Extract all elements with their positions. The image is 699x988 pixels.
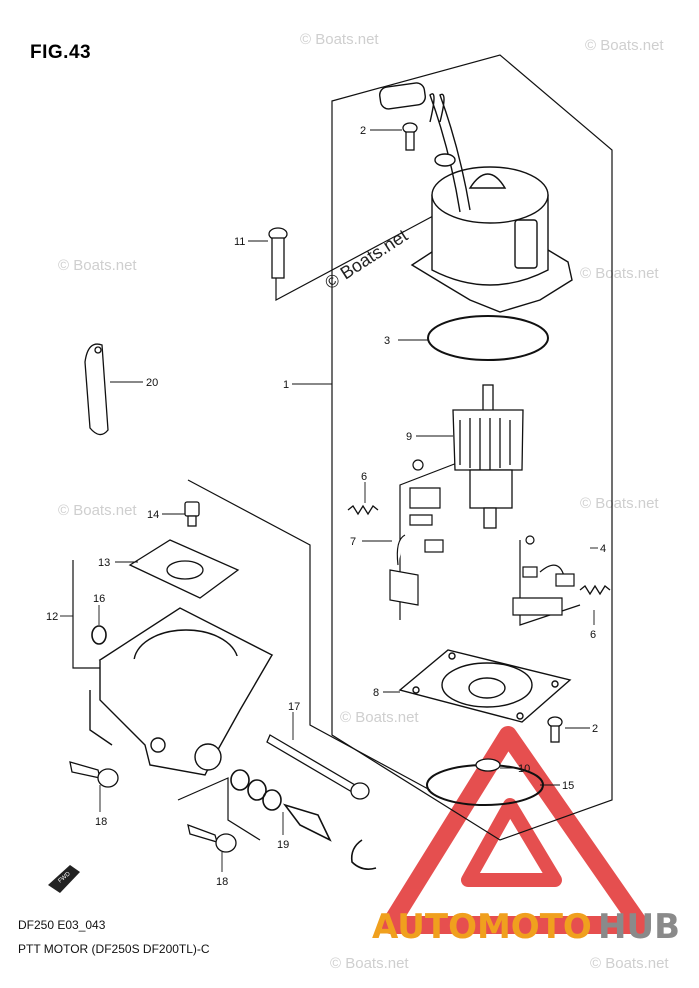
callout-18b: 18 — [216, 876, 228, 888]
callout-8: 8 — [373, 687, 379, 699]
callout-18: 18 — [95, 816, 107, 828]
motor-assembly-frame — [331, 54, 613, 841]
diagram-code: DF250 E03_043 — [18, 918, 106, 932]
bolt-11 — [268, 227, 288, 279]
callout-13: 13 — [98, 557, 110, 569]
boats-net-watermarks: © Boats.net © Boats.net © Boats.net © Bo… — [58, 31, 669, 972]
end-plate-8 — [398, 649, 572, 723]
callout-15: 15 — [562, 780, 574, 792]
callout-2: 2 — [360, 125, 366, 137]
motor-housing — [379, 82, 573, 313]
automotohub-brand: AUTOMOTO HUB — [372, 907, 680, 947]
rod-17 — [266, 734, 370, 800]
bolts-18 — [69, 761, 237, 853]
seals-19 — [230, 769, 377, 870]
bolt-14 — [184, 501, 200, 527]
pump-manifold-body — [89, 607, 274, 776]
callout-14: 14 — [147, 509, 159, 521]
watermark-text: © Boats.net — [590, 955, 669, 972]
brand-hub: HUB — [598, 907, 680, 947]
callout-6: 6 — [361, 471, 367, 483]
watermark-text: © Boats.net — [300, 31, 379, 48]
callout-7: 7 — [350, 536, 356, 548]
o-ring-3 — [427, 315, 549, 361]
callout-labels: 2 11 3 1 20 9 6 7 14 13 12 16 8 2 10 15 … — [46, 125, 606, 888]
bracket-12 — [72, 560, 105, 669]
strap-20 — [84, 343, 109, 436]
callout-11: 11 — [234, 236, 245, 248]
leader-lines — [60, 129, 598, 872]
o-ring-16 — [91, 625, 107, 645]
armature-9 — [452, 384, 524, 529]
washer-10 — [475, 758, 501, 772]
bolt-11-leader-frame — [275, 213, 436, 302]
watermark-text: © Boats.net — [58, 502, 137, 519]
diagram-caption: PTT MOTOR (DF250S DF200TL)-C — [18, 942, 210, 956]
springs-6 — [347, 504, 611, 596]
gasket-13 — [128, 539, 240, 599]
callout-17: 17 — [288, 701, 300, 713]
callout-16: 16 — [93, 593, 105, 605]
watermark-text: © Boats.net — [340, 709, 419, 726]
watermark-text: © Boats.net — [58, 257, 137, 274]
callout-6b: 6 — [590, 629, 596, 641]
callout-9: 9 — [406, 431, 412, 443]
watermark-text: © Boats.net — [580, 495, 659, 512]
seal-leader-frame — [177, 777, 261, 841]
watermark-text: © Boats.net — [330, 955, 409, 972]
callout-3: 3 — [384, 335, 390, 347]
figure-title: FIG.43 — [30, 42, 92, 63]
callout-20: 20 — [146, 377, 158, 389]
callout-12: 12 — [46, 611, 58, 623]
callout-4: 4 — [600, 543, 606, 555]
watermark-text: © Boats.net — [585, 37, 664, 54]
callout-1: 1 — [283, 379, 289, 391]
callout-2b: 2 — [592, 723, 598, 735]
watermark-text: © Boats.net — [580, 265, 659, 282]
brush-parts-4 — [512, 535, 575, 616]
brand-auto: AUTOMOTO — [372, 907, 592, 947]
callout-19: 19 — [277, 839, 289, 851]
callout-10: 10 — [518, 763, 530, 775]
fwd-arrow-icon: FWD — [48, 865, 80, 893]
brush-parts-7 — [389, 459, 444, 606]
screws-2 — [402, 122, 563, 743]
manifold-leader-frame — [187, 479, 431, 791]
warning-triangle-logo-icon — [381, 726, 649, 934]
